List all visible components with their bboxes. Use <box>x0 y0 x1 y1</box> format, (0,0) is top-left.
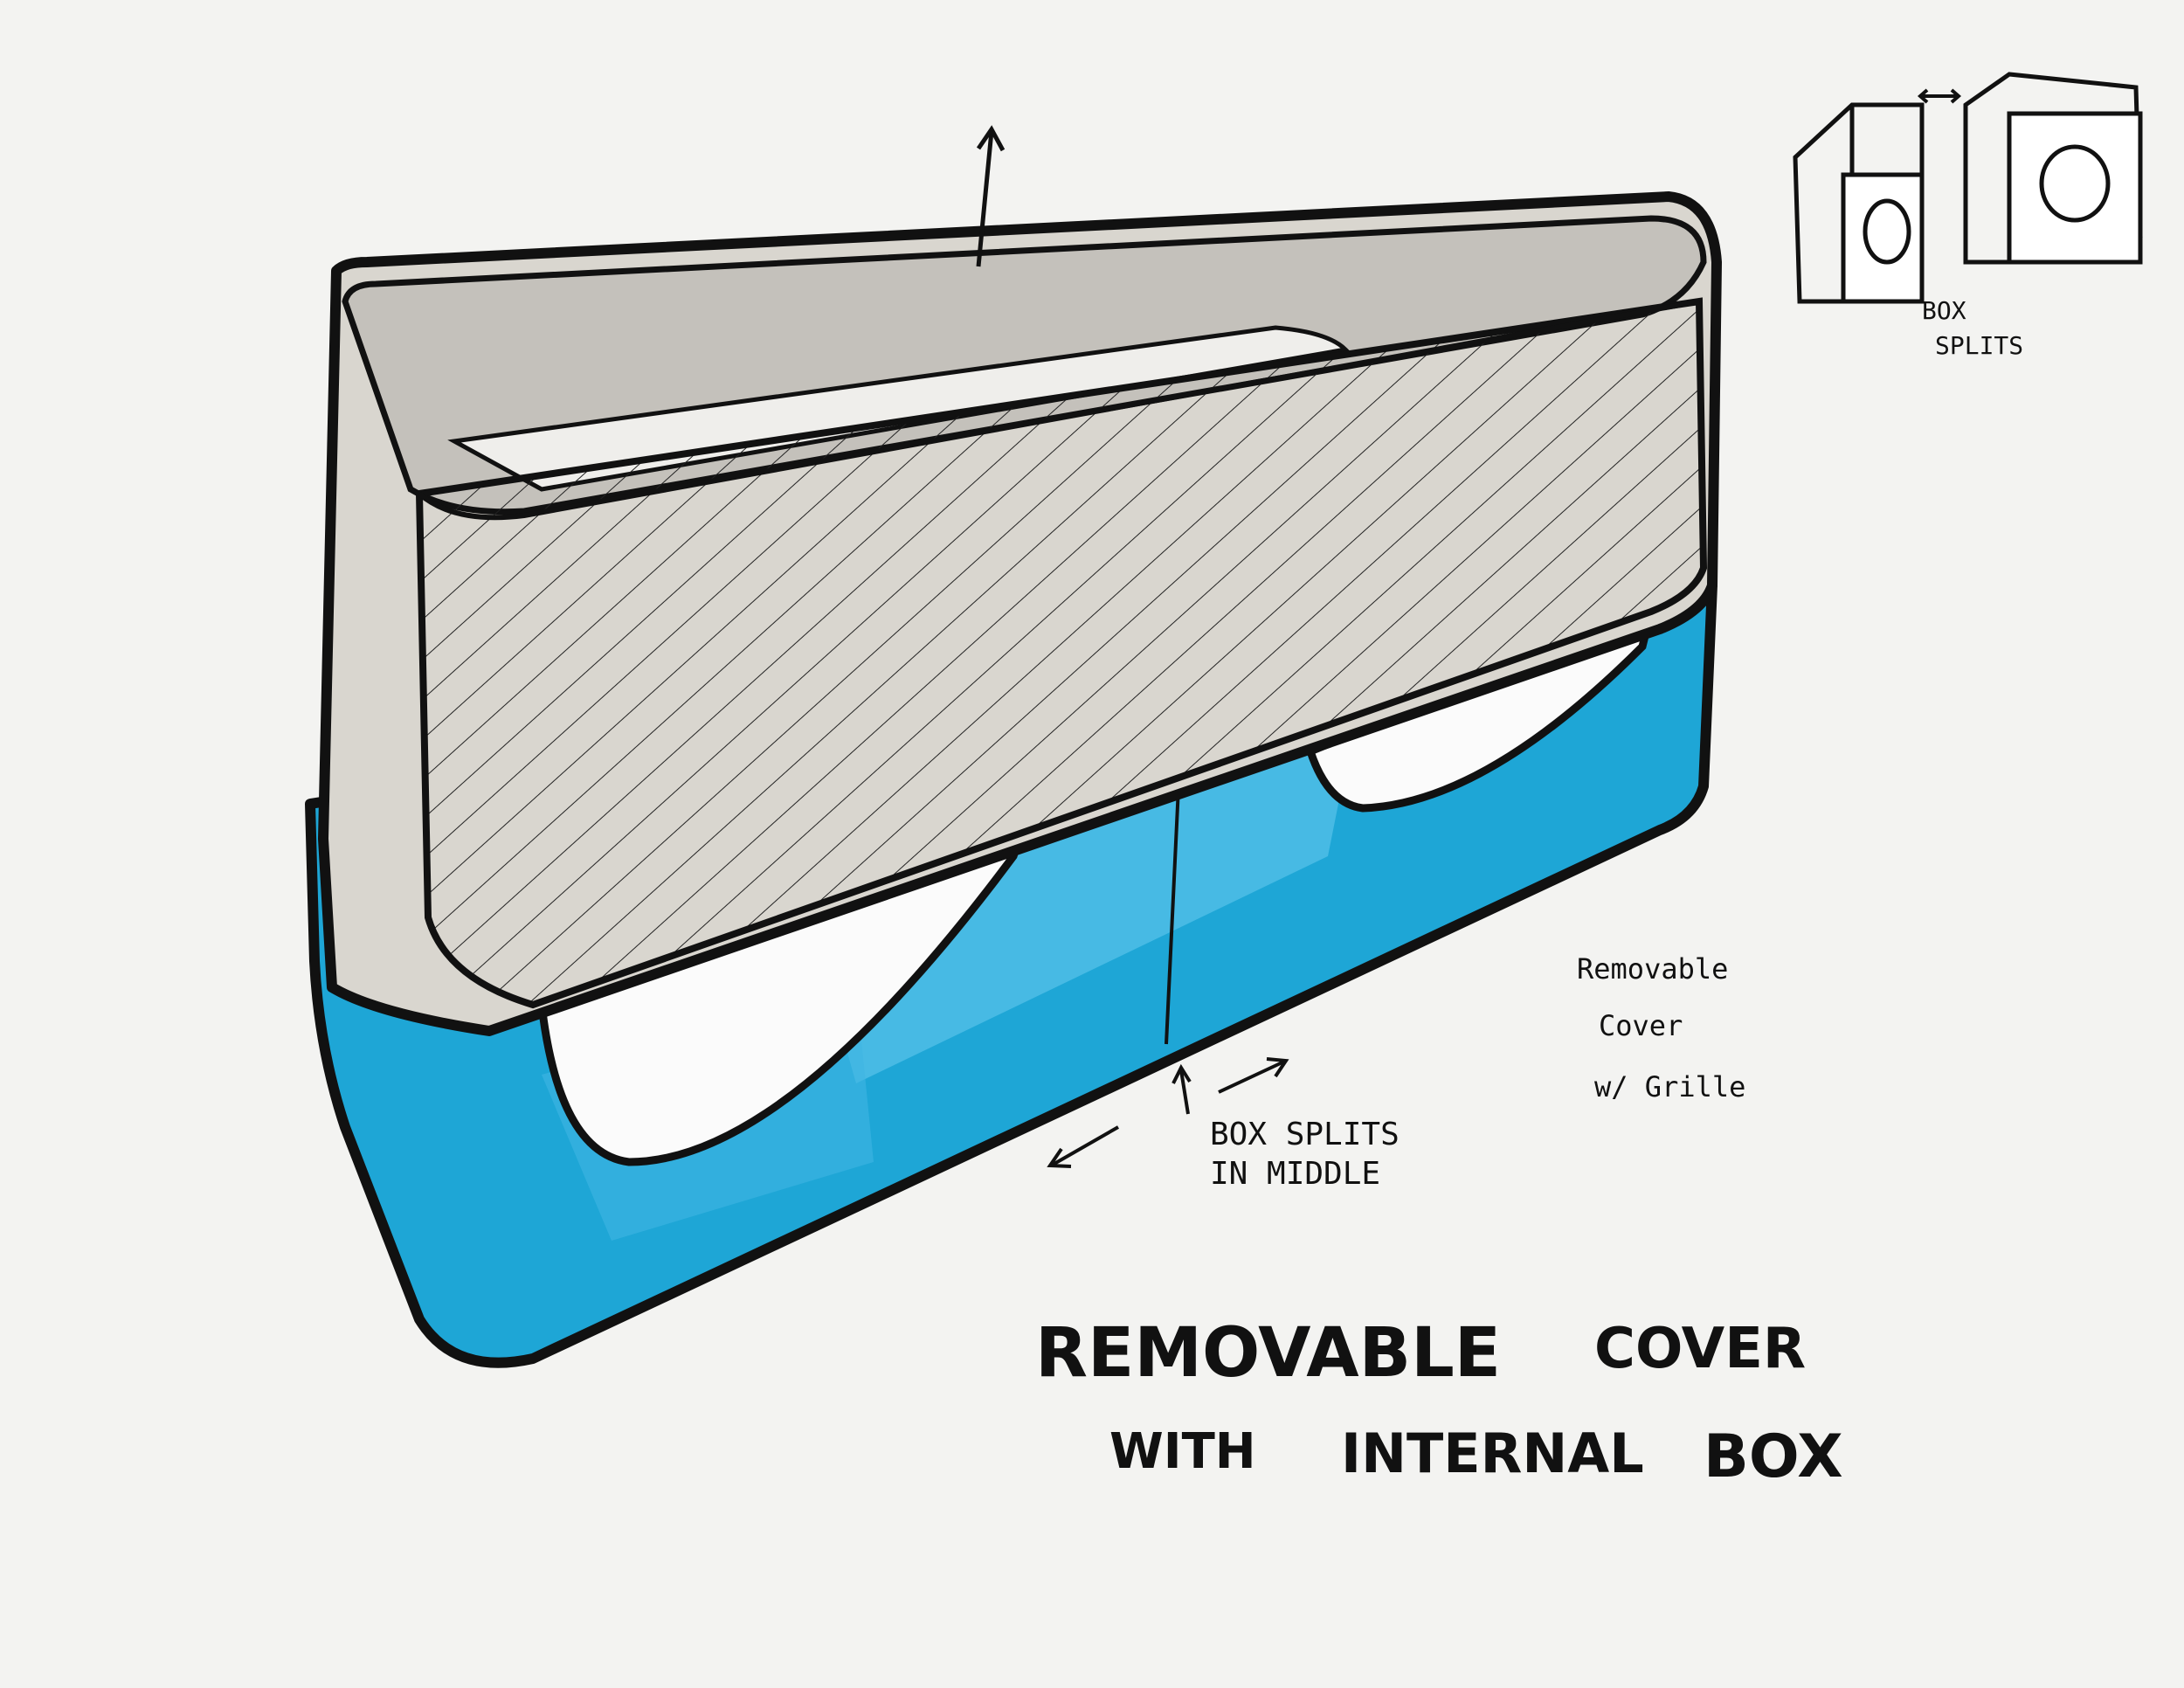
box-splits-middle-line2: IN MIDDLE <box>1210 1156 1380 1192</box>
box-splits-middle-line1: BOX SPLITS <box>1210 1117 1400 1152</box>
title-word-removable: REMOVABLE <box>1035 1314 1501 1393</box>
removable-cover-line1: Removable <box>1577 952 1728 986</box>
cover-rim <box>418 299 1700 521</box>
right-arrow-icon <box>1218 1060 1285 1094</box>
speaker-window-left <box>537 823 1029 1166</box>
up-arrow-icon <box>1179 1069 1190 1115</box>
removable-cover-annotation: Removable Cover w/ Grille <box>1577 952 1745 1103</box>
title-word-with: WITH <box>1109 1423 1256 1480</box>
right-cube-speaker-icon <box>2039 144 2111 223</box>
title-word-internal: INTERNAL <box>1341 1422 1644 1485</box>
split-box-sketch: BOX SPLITS <box>1793 72 2143 360</box>
title-word-box: BOX <box>1704 1422 1843 1491</box>
box-splits-label-2: SPLITS <box>1935 331 2023 360</box>
lift-arrow <box>976 125 1006 267</box>
middle-split-annotation: BOX SPLITS IN MIDDLE <box>1047 1057 1400 1192</box>
box-split-line <box>1165 768 1181 1045</box>
cover-inner-floor <box>447 325 1351 492</box>
removable-cover-line2: Cover <box>1599 1009 1683 1042</box>
box-splits-label-1: BOX <box>1922 296 1966 325</box>
removable-cover <box>318 191 1722 1036</box>
title: REMOVABLE COVER WITH INTERNAL BOX <box>1035 1314 1843 1491</box>
removable-cover-line3: w/ Grille <box>1594 1070 1745 1103</box>
left-cube-speaker-icon <box>1863 198 1911 265</box>
left-arrow-icon <box>1052 1125 1119 1166</box>
title-word-cover: COVER <box>1594 1317 1806 1381</box>
